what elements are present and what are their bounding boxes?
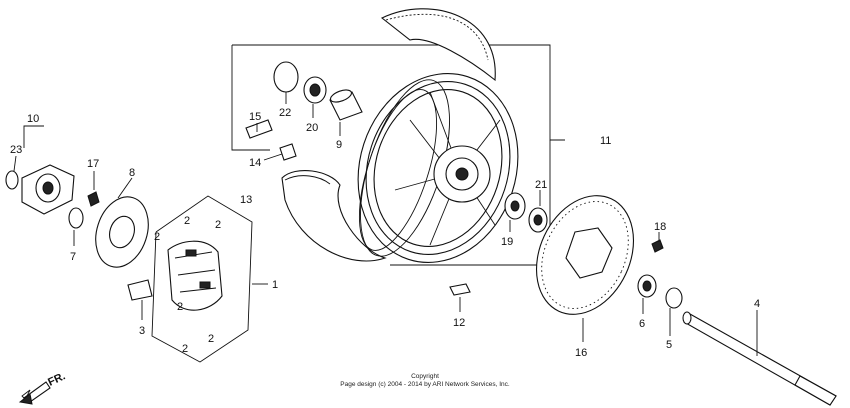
callout-2: 2 <box>154 231 160 243</box>
side-seal <box>665 287 683 309</box>
callout-14: 14 <box>249 157 261 169</box>
leader-lines <box>73 92 758 356</box>
tire <box>281 8 496 262</box>
callout-19: 19 <box>501 236 513 248</box>
axle-collar <box>329 89 363 121</box>
o-ring <box>273 61 299 93</box>
oil-seal-right <box>528 207 548 233</box>
side-collar <box>637 274 657 298</box>
callout-18: 18 <box>654 221 666 233</box>
wheel-group-bracket <box>232 44 565 141</box>
callout-17: 17 <box>87 158 99 170</box>
driven-flange <box>95 196 149 268</box>
flange-collar <box>68 207 84 229</box>
callout-2: 2 <box>182 343 188 355</box>
copyright-line-1: Copyright <box>411 373 439 380</box>
callout-6: 6 <box>639 318 645 330</box>
callout-23: 23 <box>10 144 22 156</box>
bearing-right <box>504 192 526 220</box>
damper-holder-plate <box>127 279 153 301</box>
bearing-left <box>303 76 327 104</box>
callout-12: 12 <box>453 317 465 329</box>
callout-5: 5 <box>666 339 672 351</box>
callout-13: 13 <box>240 194 252 206</box>
flange-o-ring <box>5 170 19 190</box>
callout-11: 11 <box>600 135 611 147</box>
flange-bolt <box>87 191 100 207</box>
callout-7: 7 <box>70 251 76 263</box>
callout-16: 16 <box>575 347 587 359</box>
final-driven-flange <box>21 164 75 215</box>
flange-group-bracket <box>23 125 44 148</box>
callout-4: 4 <box>754 298 760 310</box>
front-direction-label: FR. <box>46 370 67 388</box>
callout-3: 3 <box>139 325 145 337</box>
callout-10: 10 <box>27 113 39 125</box>
front-direction-indicator: FR. <box>18 370 67 405</box>
wheel-group-bracket-lower <box>231 45 270 151</box>
callout-21: 21 <box>535 179 547 191</box>
callout-20: 20 <box>306 122 318 134</box>
copyright-line-2: Page design (c) 2004 - 2014 by ARI Netwo… <box>340 381 510 388</box>
callout-2: 2 <box>215 219 221 231</box>
brake-disc <box>535 195 635 315</box>
disc-bolt <box>651 239 664 253</box>
wheel-rim <box>357 73 519 263</box>
callout-2: 2 <box>184 215 190 227</box>
damper-group-bracket <box>151 195 253 363</box>
callout-9: 9 <box>336 139 342 151</box>
callout-22: 22 <box>279 107 291 119</box>
balance-weight <box>449 283 471 296</box>
callout-2: 2 <box>208 333 214 345</box>
callout-15: 15 <box>249 111 261 123</box>
callout-8: 8 <box>129 167 135 179</box>
callout-2: 2 <box>177 301 183 313</box>
air-valve <box>245 119 297 161</box>
callout-1: 1 <box>272 279 278 291</box>
rear-axle <box>682 311 837 406</box>
wheel-dampers <box>167 240 223 311</box>
